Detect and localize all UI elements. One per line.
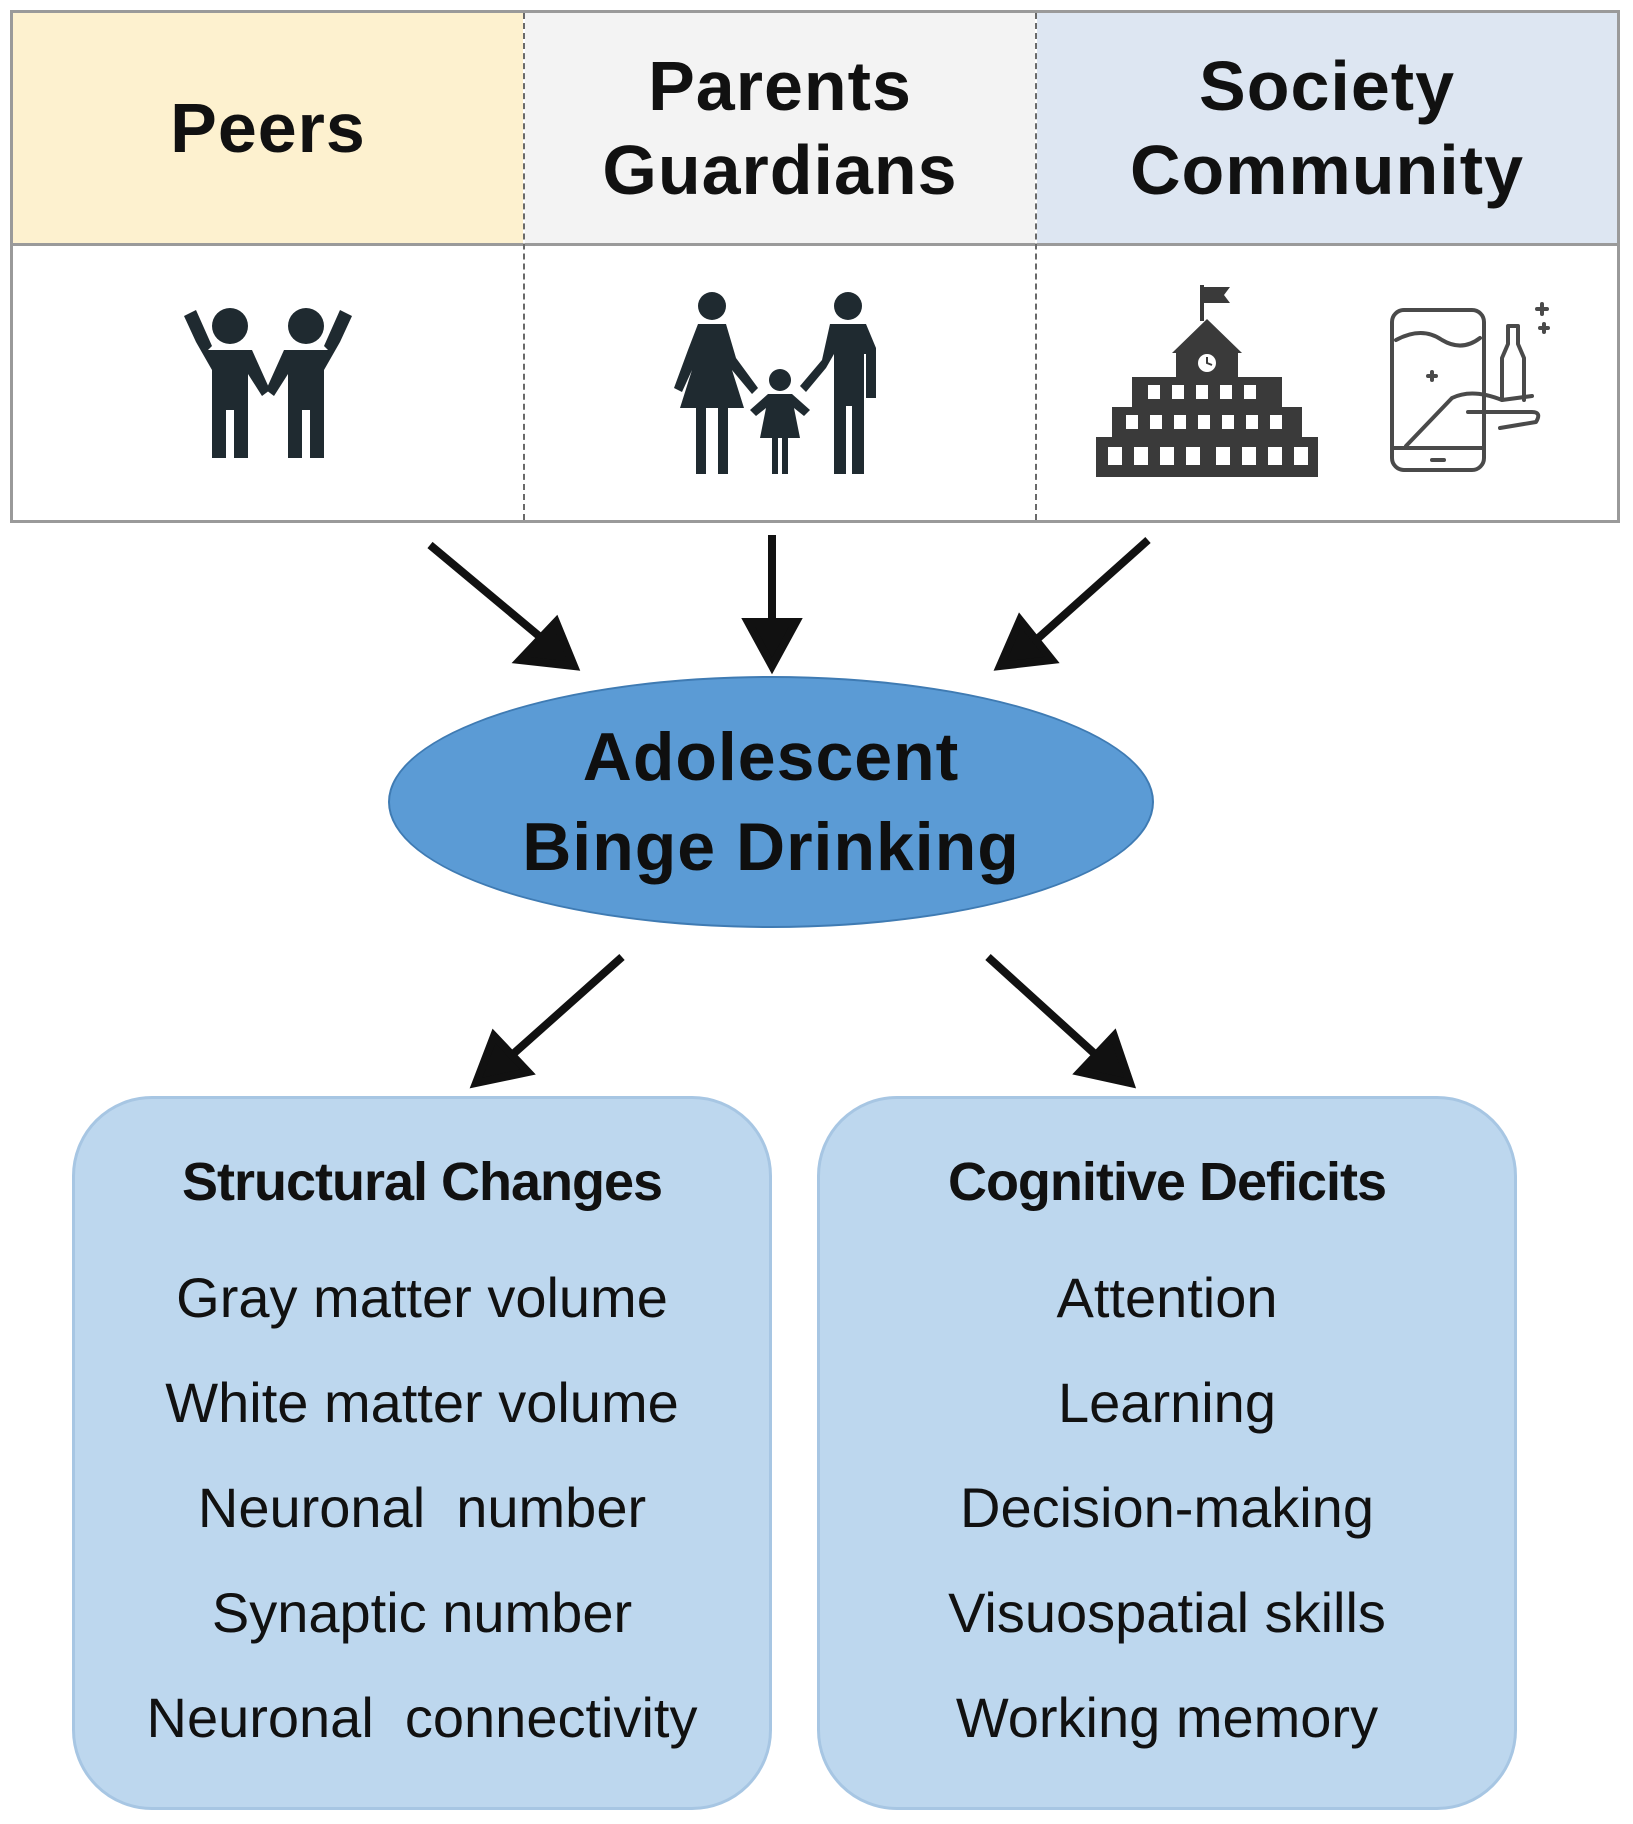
structural-item: White matter volume xyxy=(165,1371,679,1434)
school-icon xyxy=(1096,285,1318,477)
cognitive-item: Learning xyxy=(1058,1371,1276,1434)
society-header: Society Community xyxy=(1037,13,1617,246)
peers-header: Peers xyxy=(13,13,523,246)
parents-icons xyxy=(525,246,1035,520)
parents-column: Parents Guardians xyxy=(523,13,1035,520)
arrow-parents-head xyxy=(741,618,803,675)
structural-changes-box: Structural Changes Gray matter volume Wh… xyxy=(72,1096,772,1810)
peers-label: Peers xyxy=(170,89,366,167)
peers-column: Peers xyxy=(13,13,523,520)
parents-label: Parents xyxy=(648,47,912,125)
center-line-1: Adolescent xyxy=(582,719,960,795)
family-icon xyxy=(674,292,876,474)
cognitive-item: Decision-making xyxy=(960,1476,1374,1539)
structural-item: Gray matter volume xyxy=(176,1266,668,1329)
center-node-binge-drinking: Adolescent Binge Drinking xyxy=(388,676,1154,928)
structural-item: Neuronal connectivity xyxy=(146,1686,698,1749)
structural-changes-title: Structural Changes xyxy=(181,1152,663,1212)
arrow-cognitive-head xyxy=(1072,1028,1137,1089)
cognitive-deficits-box: Cognitive Deficits Attention Learning De… xyxy=(817,1096,1517,1810)
parents-header: Parents Guardians xyxy=(525,13,1035,246)
cognitive-item: Visuospatial skills xyxy=(948,1581,1386,1644)
cognitive-item: Attention xyxy=(1056,1266,1278,1329)
peers-icons xyxy=(13,246,523,520)
cognitive-deficits-title: Cognitive Deficits xyxy=(947,1152,1387,1212)
guardians-label: Guardians xyxy=(602,131,958,209)
society-label: Society xyxy=(1199,47,1455,125)
cognitive-item: Working memory xyxy=(955,1686,1379,1749)
arrow-society-head xyxy=(993,612,1060,671)
phone-drink-icon xyxy=(1390,302,1550,472)
arrow-center-to-cognitive xyxy=(985,954,1099,1058)
society-icons xyxy=(1037,246,1617,520)
arrow-center-to-structural xyxy=(509,954,625,1058)
peers-icon xyxy=(184,308,352,458)
influence-table: Peers Parents Guardians xyxy=(10,10,1620,523)
arrow-peers-head xyxy=(511,614,581,671)
arrow-structural-head xyxy=(469,1028,536,1089)
community-label: Community xyxy=(1130,131,1524,209)
structural-item: Synaptic number xyxy=(211,1581,633,1644)
arrow-society-to-center xyxy=(1032,537,1151,644)
society-column: Society Community xyxy=(1035,13,1617,520)
center-line-2: Binge Drinking xyxy=(522,809,1020,885)
structural-item: Neuronal number xyxy=(197,1476,647,1539)
arrow-peers-to-center xyxy=(427,541,548,645)
